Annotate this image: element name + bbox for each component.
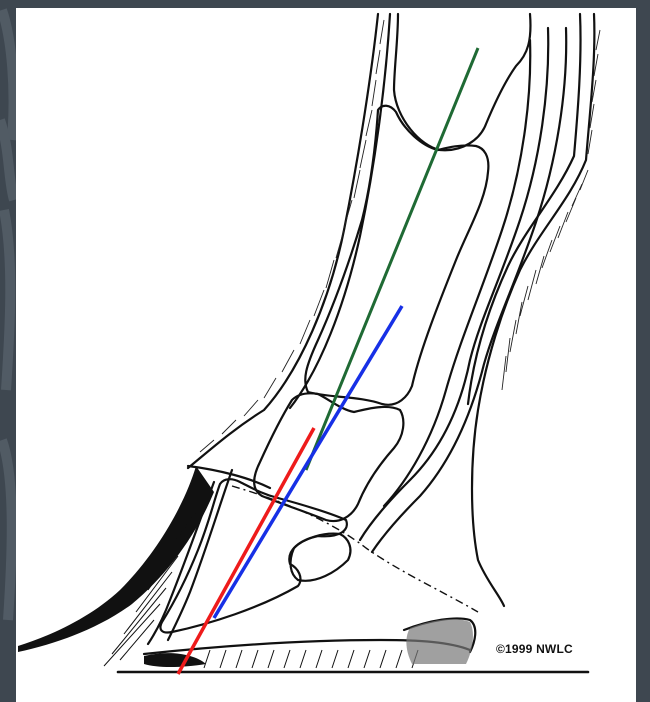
tendon-line-2 <box>372 28 566 552</box>
skin-front-outline <box>188 14 378 468</box>
reference-dashed-line <box>232 486 478 612</box>
tendon-line-3 <box>384 40 530 506</box>
sole-hatching <box>204 650 418 668</box>
heel-bulb-shaded <box>406 619 473 664</box>
long-pastern-bone <box>305 106 488 405</box>
cannon-bone <box>394 14 530 150</box>
copyright-notice: ©1999 NWLC <box>496 642 573 656</box>
blue-axis-line <box>214 306 402 618</box>
toe-tip-dark <box>144 653 206 667</box>
